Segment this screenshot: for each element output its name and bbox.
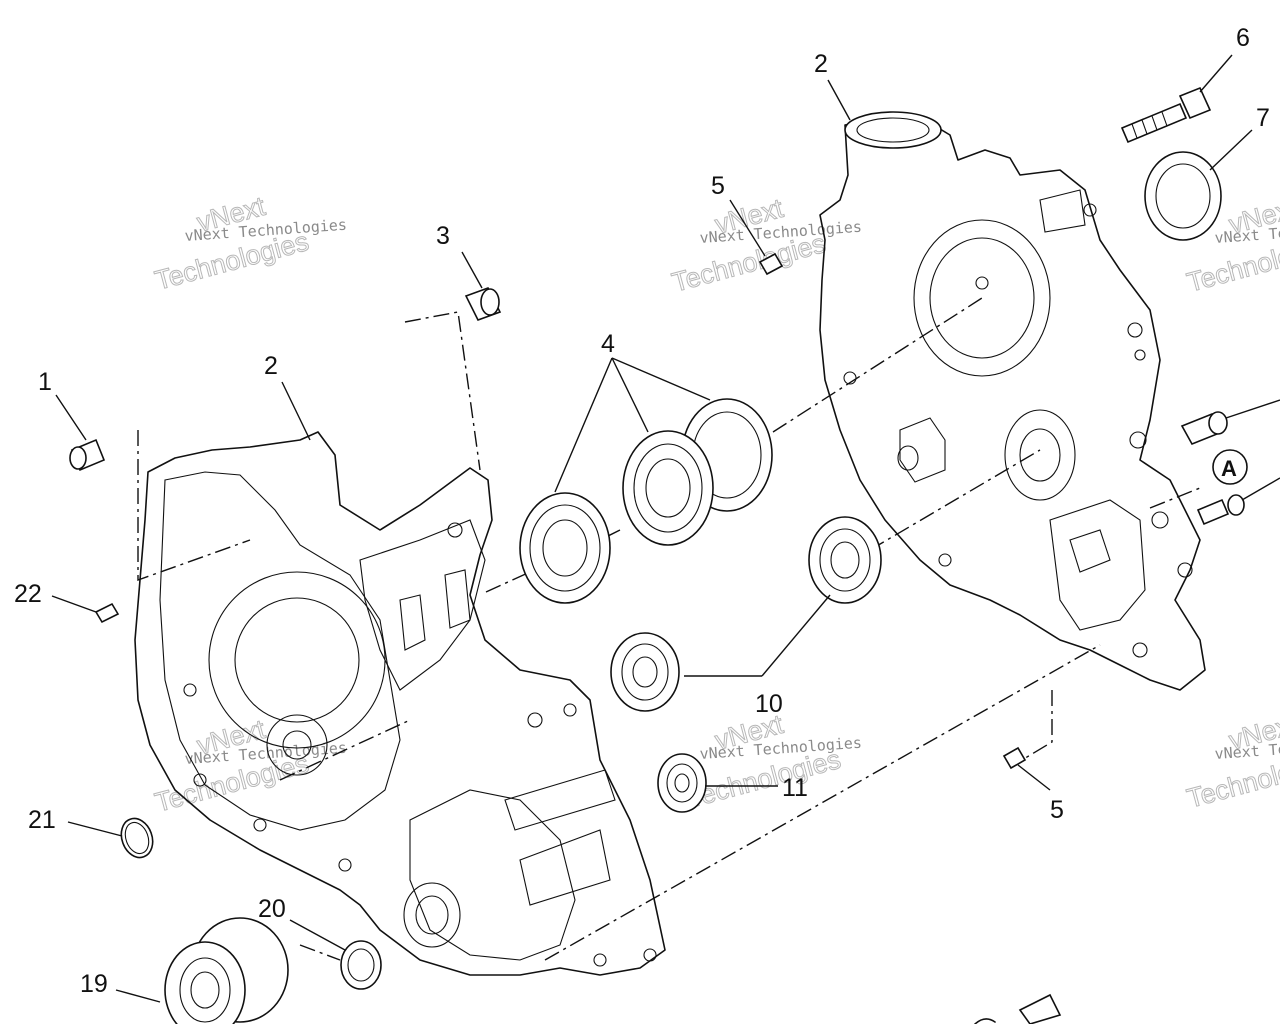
left-crankcase-half [134, 431, 666, 976]
callout-10: 10 [755, 690, 783, 718]
part-22-pin [94, 602, 120, 624]
callout-a-circle [1212, 449, 1248, 485]
callout-22: 22 [14, 580, 42, 608]
part-5-pin-bottom [1002, 746, 1027, 770]
bottom-bolt-fragment [974, 993, 1062, 1024]
callout-2-left: 2 [264, 352, 278, 380]
callout-4: 4 [601, 330, 615, 358]
callout-a: A [1221, 456, 1237, 481]
part-3-bushing [464, 287, 502, 321]
leader-lines [51, 54, 1280, 1003]
callout-5-bottom: 5 [1050, 796, 1064, 824]
part-4-bearing-a [519, 492, 611, 604]
part-4-bearing-b [622, 398, 773, 546]
part-19-pulley [164, 917, 289, 1024]
center-lines [137, 297, 1201, 961]
part-11-bearing [657, 753, 707, 813]
part-5-pin-top [758, 252, 784, 276]
callout-2-right: 2 [814, 50, 828, 78]
part-10-bearing-large [808, 516, 882, 604]
watermark-bottom-center: vNext vNext Technologies Technologies [683, 708, 862, 814]
callout-6: 6 [1236, 24, 1250, 52]
callout-5-top: 5 [711, 172, 725, 200]
part-6-bolt [1120, 86, 1212, 144]
part-7-oil-seal [1144, 151, 1222, 241]
callout-21: 21 [28, 806, 56, 834]
callout-7: 7 [1256, 104, 1270, 132]
watermark-top-left: vNext vNext Technologies Technologies [151, 190, 347, 296]
callout-19: 19 [80, 970, 108, 998]
callout-1: 1 [38, 368, 52, 396]
part-20-seal [340, 940, 382, 990]
watermark-top-center: vNext vNext Technologies Technologies [668, 192, 862, 298]
callout-3: 3 [436, 222, 450, 250]
callout-labels: 1 2 2 3 4 5 5 6 7 10 11 19 20 21 22 A [14, 24, 1270, 998]
part-1-dowel [69, 438, 106, 472]
right-fitting [1196, 494, 1245, 526]
right-plug [1180, 411, 1228, 446]
right-crankcase-half [819, 111, 1206, 691]
callout-20: 20 [258, 895, 286, 923]
watermark-bottom-right: vNext vNext Technologies Technologies [1183, 708, 1280, 814]
part-21-o-ring [120, 817, 154, 859]
callout-11: 11 [782, 774, 808, 802]
part-10-bearing-small [610, 632, 680, 712]
